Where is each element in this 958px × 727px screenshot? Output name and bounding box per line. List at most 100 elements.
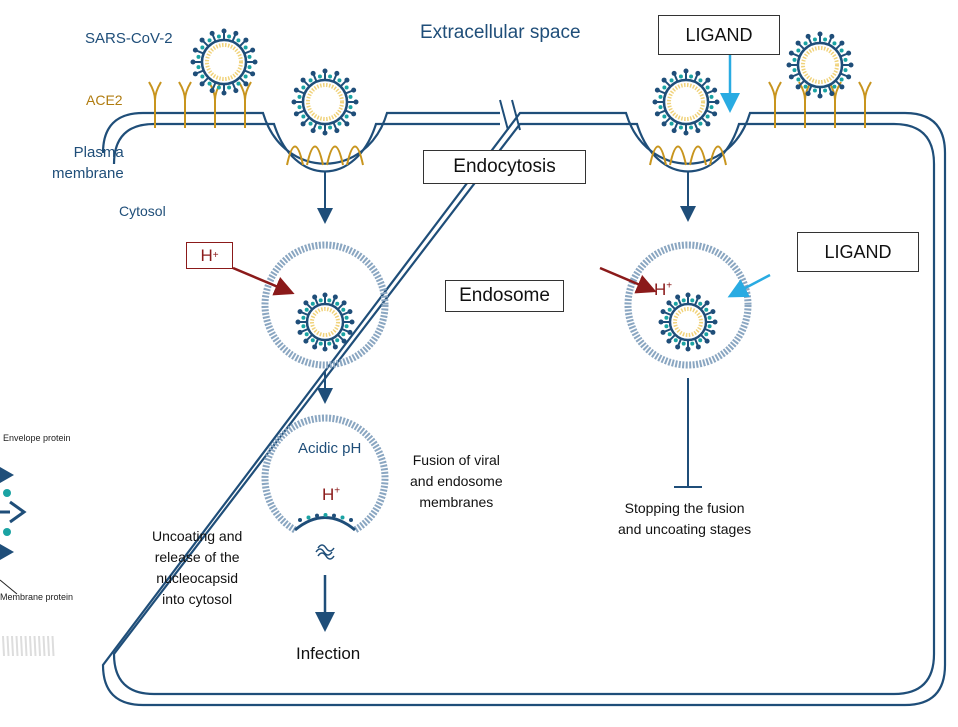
spike-head bbox=[795, 84, 801, 90]
spike-head bbox=[293, 111, 299, 117]
envelope-protein bbox=[341, 332, 346, 337]
spike-head bbox=[675, 344, 681, 350]
legend-lipid-bilayer bbox=[47, 635, 50, 657]
spike-head bbox=[829, 91, 835, 97]
envelope-protein bbox=[328, 74, 333, 79]
spike-head bbox=[344, 77, 350, 83]
envelope-protein bbox=[327, 298, 332, 303]
envelope-protein bbox=[341, 307, 346, 312]
spike-head bbox=[685, 292, 691, 298]
spike-head bbox=[660, 309, 666, 315]
envelope-protein bbox=[344, 315, 349, 320]
envelope-protein bbox=[236, 38, 241, 43]
envelope-protein bbox=[709, 94, 714, 99]
spike-head bbox=[353, 99, 359, 105]
spike-head bbox=[695, 128, 701, 134]
envelope-protein bbox=[704, 332, 709, 337]
spike-head bbox=[312, 294, 318, 300]
envelope-protein bbox=[216, 85, 221, 90]
spike-head bbox=[671, 70, 677, 76]
envelope-protein bbox=[304, 307, 309, 312]
fused-protein bbox=[298, 518, 302, 522]
spike-head bbox=[293, 87, 299, 93]
envelope-protein bbox=[301, 85, 306, 90]
envelope-protein bbox=[664, 315, 669, 320]
legend-envelope-protein bbox=[3, 489, 11, 497]
fused-protein bbox=[315, 513, 319, 518]
spike-head bbox=[666, 300, 672, 306]
spike-head bbox=[661, 121, 667, 127]
spike-head bbox=[341, 338, 347, 344]
infection-label: Infection bbox=[296, 644, 361, 663]
envelope-protein bbox=[247, 54, 252, 59]
ace2-label: ACE2 bbox=[86, 92, 123, 108]
legend-lipid-bilayer bbox=[29, 635, 32, 657]
envelope-protein bbox=[317, 74, 322, 79]
spike-head bbox=[658, 319, 664, 325]
virus-free-left bbox=[190, 28, 258, 96]
envelope-protein bbox=[335, 301, 340, 306]
spike-head bbox=[805, 91, 811, 97]
spike-head bbox=[334, 70, 340, 76]
envelope-protein bbox=[707, 324, 712, 329]
ace2-receptor bbox=[768, 81, 782, 128]
spike-head bbox=[705, 77, 711, 83]
spike-head bbox=[351, 111, 357, 117]
spike-head bbox=[295, 319, 301, 325]
arrow-proton-right bbox=[599, 266, 657, 294]
envelope-protein bbox=[297, 105, 302, 110]
viral-rna bbox=[306, 83, 344, 121]
legend-lipid-bilayer bbox=[24, 635, 28, 657]
spike-head bbox=[192, 47, 198, 53]
ace2-receptor bbox=[858, 81, 872, 128]
envelope-protein bbox=[669, 121, 674, 126]
spike-head bbox=[848, 62, 854, 68]
spike-head bbox=[652, 99, 658, 105]
envelope-protein bbox=[344, 85, 349, 90]
envelope-protein bbox=[698, 78, 703, 83]
envelope-protein bbox=[689, 74, 694, 79]
envelope-protein bbox=[216, 34, 221, 39]
envelope-protein bbox=[658, 94, 663, 99]
spike-head bbox=[199, 37, 205, 43]
spike-head bbox=[209, 88, 215, 94]
virus-endosome-left bbox=[295, 292, 355, 352]
membrane-protein-label: Membrane protein bbox=[0, 592, 74, 602]
fused-protein bbox=[349, 518, 353, 522]
envelope-protein bbox=[227, 85, 232, 90]
envelope-protein bbox=[832, 84, 837, 89]
spike-head bbox=[351, 87, 357, 93]
spike-head bbox=[683, 130, 689, 136]
endosome-box: Endosome bbox=[445, 280, 564, 312]
spike-head bbox=[805, 33, 811, 39]
ace2-receptor-bound bbox=[669, 145, 687, 166]
spike-head bbox=[661, 77, 667, 83]
envelope-protein bbox=[796, 77, 801, 82]
envelope-protein bbox=[792, 57, 797, 62]
nucleocapsid bbox=[315, 544, 335, 560]
envelope-protein bbox=[337, 78, 342, 83]
proton-label-fusion: H+ bbox=[322, 485, 341, 504]
envelope-protein bbox=[673, 338, 678, 343]
envelope-protein bbox=[698, 121, 703, 126]
envelope-protein bbox=[207, 81, 212, 86]
envelope-protein bbox=[200, 45, 205, 50]
spike-head bbox=[712, 111, 718, 117]
acidic-ph-label: Acidic pH bbox=[298, 440, 362, 457]
ace2-receptor-bound bbox=[709, 145, 727, 166]
envelope-protein bbox=[792, 68, 797, 73]
arrow-proton-left bbox=[232, 266, 295, 296]
spike-head bbox=[675, 294, 681, 300]
ace2-receptor-bound bbox=[649, 145, 667, 166]
spike-head bbox=[817, 93, 823, 99]
extracellular-label: Extracellular space bbox=[420, 22, 581, 43]
legend-envelope-protein bbox=[3, 528, 11, 536]
envelope-protein bbox=[664, 324, 669, 329]
legend-lipid-bilayer bbox=[6, 635, 10, 657]
spike-head bbox=[243, 37, 249, 43]
envelope-protein bbox=[301, 114, 306, 119]
envelope-protein bbox=[678, 125, 683, 130]
envelope-protein bbox=[667, 332, 672, 337]
